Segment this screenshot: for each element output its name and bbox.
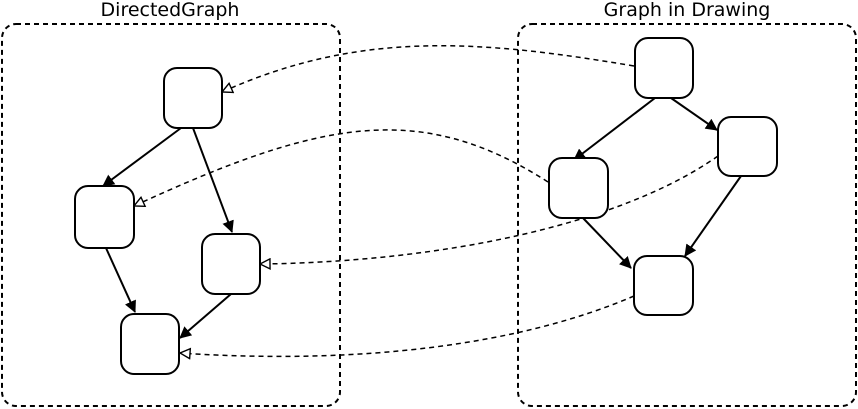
edge-top-to-right xyxy=(670,97,718,131)
graph-in-drawing-frame xyxy=(517,23,857,407)
graph-in-drawing-nodes xyxy=(548,37,778,316)
edge-left-to-bottom xyxy=(582,217,632,269)
graph-node-bottom xyxy=(120,313,180,375)
edge-top-to-left xyxy=(102,127,182,187)
drawing-node-bottom xyxy=(633,255,694,316)
directed-graph-frame xyxy=(1,23,341,407)
node-mappings xyxy=(134,45,719,357)
directed-graph-edges xyxy=(102,127,234,339)
edge-right-to-bottom xyxy=(684,175,742,257)
mapping-right xyxy=(260,155,719,264)
drawing-node-right xyxy=(717,116,778,177)
edge-right-to-bottom xyxy=(179,293,232,339)
edge-top-to-left xyxy=(573,97,656,161)
graph-node-right xyxy=(201,233,261,295)
directed-graph-nodes xyxy=(74,67,261,375)
graph-node-left xyxy=(74,185,135,249)
directed-graph-panel: DirectedGraph xyxy=(1,0,341,407)
mapping-top xyxy=(222,45,635,92)
mapping-left xyxy=(134,129,549,206)
edge-top-to-right xyxy=(192,127,234,233)
drawing-node-left xyxy=(548,157,609,219)
mapping-bottom xyxy=(180,295,635,356)
directed-graph-title: DirectedGraph xyxy=(101,0,240,21)
graph-in-drawing-edges xyxy=(573,97,742,269)
drawing-node-top xyxy=(634,37,694,99)
graph-in-drawing-title: Graph in Drawing xyxy=(604,0,771,21)
graph-in-drawing-panel: Graph in Drawing xyxy=(517,0,857,407)
graph-node-top xyxy=(163,67,223,129)
edge-left-to-bottom xyxy=(105,247,136,313)
